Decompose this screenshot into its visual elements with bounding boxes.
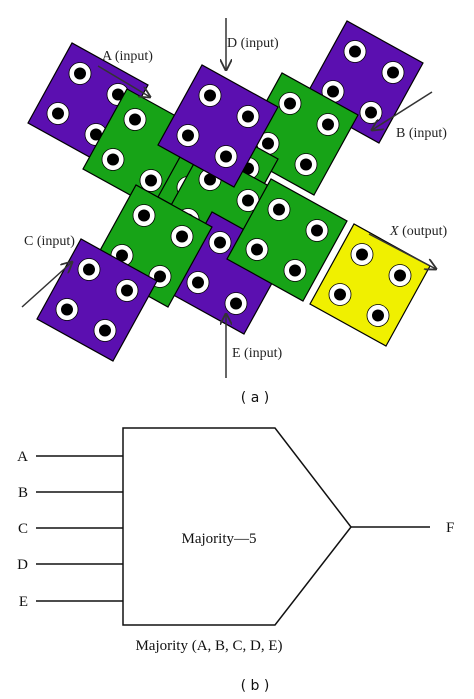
input-label-b: B (18, 485, 28, 501)
quantum-dot-electron (74, 67, 86, 80)
quantum-dot-electron (129, 113, 141, 126)
e-input-label: E (input) (232, 346, 282, 361)
quantum-dot-electron (154, 270, 166, 283)
quantum-dot-electron (192, 276, 204, 289)
quantum-dot-electron (145, 174, 157, 187)
input-label-e: E (19, 594, 28, 610)
quantum-dot-electron (322, 118, 334, 131)
quantum-dot-electron (182, 129, 194, 142)
quantum-dot-electron (387, 66, 399, 79)
quantum-dot-electron (300, 158, 312, 171)
quantum-dot-electron (204, 89, 216, 102)
x-output-variable: X (389, 224, 399, 239)
quantum-dot-electron (289, 264, 301, 277)
quantum-dot-electron (262, 137, 274, 150)
input-label-a: A (17, 449, 28, 465)
quantum-dot-electron (176, 230, 188, 243)
x-output-label: X (output) (389, 224, 448, 239)
b-input-label: B (input) (396, 126, 447, 141)
gate-label: Majority—5 (182, 531, 257, 547)
quantum-dot-electron (83, 263, 95, 276)
majority-gate-symbol: A B C D E F Majority—5 Majority (A, B, C… (17, 427, 454, 694)
cell-d-input (157, 64, 279, 188)
quantum-dot-electron (394, 269, 406, 282)
quantum-dot-electron (251, 243, 263, 256)
quantum-dot-electron (138, 209, 150, 222)
quantum-dot-electron (349, 45, 361, 58)
quantum-dot-electron (327, 85, 339, 98)
quantum-dot-electron (99, 324, 111, 337)
panel-b-caption: ( b ) (241, 678, 270, 694)
quantum-dot-electron (311, 224, 323, 237)
quantum-dot-electron (242, 110, 254, 123)
cell-body (226, 178, 348, 302)
b-input-arrow (372, 91, 433, 130)
quantum-dot-electron (230, 297, 242, 310)
quantum-dot-electron (90, 128, 102, 141)
panel-a-caption: ( a ) (241, 390, 269, 406)
quantum-dot-electron (365, 106, 377, 119)
quantum-dot-electron (121, 284, 133, 297)
d-input-label: D (input) (227, 36, 279, 51)
quantum-dot-electron (52, 107, 64, 120)
majority-expression: Majority (A, B, C, D, E) (135, 638, 282, 654)
x-output-suffix: (output) (399, 224, 448, 239)
a-input-label: A (input) (102, 49, 153, 64)
quantum-dot-electron (214, 236, 226, 249)
quantum-dot-electron (242, 194, 254, 207)
x-output-arrow (368, 233, 436, 269)
c-input-arrow (21, 262, 72, 308)
qca-majority-layout: A (input) D (input) B (input) C (input) … (21, 18, 448, 406)
quantum-dot-electron (112, 88, 124, 101)
cell-x-output (309, 223, 431, 347)
quantum-dot-electron (334, 288, 346, 301)
input-label-d: D (17, 557, 28, 573)
cell-green-lower-right (226, 178, 348, 302)
qca-cells (27, 20, 431, 362)
majority-gate-body (122, 427, 352, 626)
quantum-dot-electron (61, 303, 73, 316)
c-input-label: C (input) (24, 234, 75, 249)
cell-body (157, 64, 279, 188)
quantum-dot-electron (273, 203, 285, 216)
quantum-dot-electron (356, 248, 368, 261)
quantum-dot-electron (372, 309, 384, 322)
a-input-arrow (97, 65, 150, 97)
cell-body (309, 223, 431, 347)
quantum-dot-electron (220, 150, 232, 163)
quantum-dot-electron (284, 97, 296, 110)
output-label-f: F (446, 520, 454, 536)
input-label-c: C (18, 521, 28, 537)
quantum-dot-electron (116, 249, 128, 262)
quantum-dot-electron (204, 173, 216, 186)
quantum-dot-electron (107, 153, 119, 166)
